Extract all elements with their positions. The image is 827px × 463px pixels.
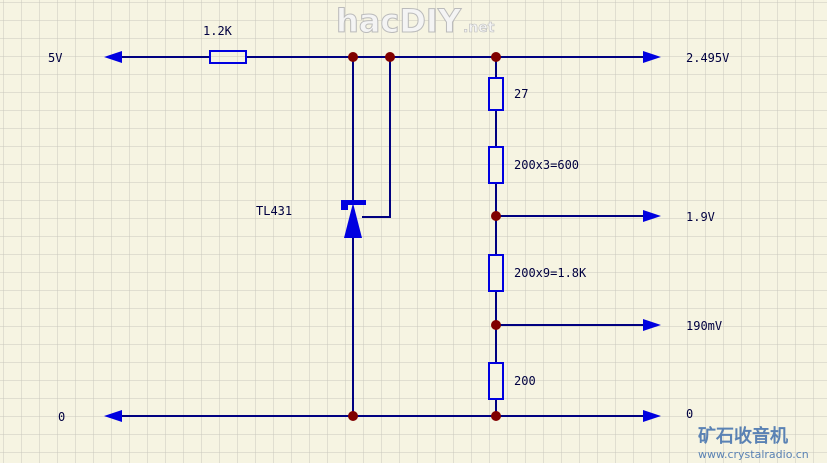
arrow-gnd-right bbox=[643, 410, 661, 422]
label-1v9: 1.9V bbox=[686, 210, 715, 224]
tl431-symbol bbox=[341, 200, 366, 238]
arrow-1v9 bbox=[643, 210, 661, 222]
arrow-gnd-left bbox=[104, 410, 122, 422]
resistor-27 bbox=[488, 77, 504, 111]
label-r-1k8: 200x9=1.8K bbox=[514, 266, 587, 280]
label-gnd-right: 0 bbox=[686, 407, 693, 421]
watermark-haodiy: hacDIY.net bbox=[336, 2, 495, 40]
wires bbox=[120, 56, 645, 417]
label-r-600: 200x3=600 bbox=[514, 158, 579, 172]
label-tl431: TL431 bbox=[256, 204, 292, 218]
watermark-crystalradio: 矿石收音机 www.crystalradio.cn bbox=[698, 425, 809, 461]
resistor-600 bbox=[488, 146, 504, 184]
label-5v: 5V bbox=[48, 51, 62, 65]
resistor-1k8 bbox=[488, 254, 504, 292]
junction-nodes bbox=[348, 52, 501, 421]
arrow-5v bbox=[104, 51, 122, 63]
label-r-200: 200 bbox=[514, 374, 536, 388]
label-r-27: 27 bbox=[514, 87, 528, 101]
arrow-190mv bbox=[643, 319, 661, 331]
resistor-200 bbox=[488, 362, 504, 400]
label-2495v: 2.495V bbox=[686, 51, 729, 65]
resistors bbox=[209, 50, 504, 400]
resistor-1k2 bbox=[209, 50, 247, 64]
label-r-1k2: 1.2K bbox=[203, 24, 233, 38]
ref-wire bbox=[362, 57, 391, 218]
svg-text:矿石收音机: 矿石收音机 bbox=[698, 425, 788, 447]
svg-text:www.crystalradio.cn: www.crystalradio.cn bbox=[698, 448, 809, 461]
arrows bbox=[104, 51, 661, 422]
arrow-2495 bbox=[643, 51, 661, 63]
label-gnd-left: 0 bbox=[58, 410, 65, 424]
label-190mv: 190mV bbox=[686, 319, 722, 333]
